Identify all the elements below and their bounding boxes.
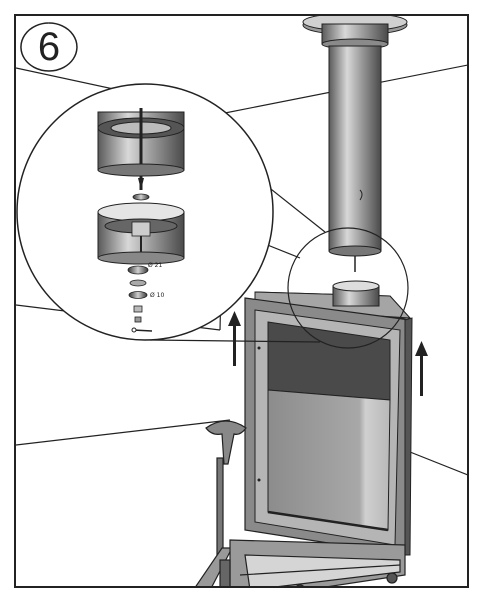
detail-enlargement: Ø 21 Ø 10 — [16, 83, 274, 341]
fireplace-insert — [244, 280, 413, 556]
chimney-pipe — [302, 16, 408, 272]
step-number-badge: 6 — [20, 22, 78, 72]
diameter-label-10: Ø 10 — [150, 292, 164, 299]
up-arrow-icon — [415, 341, 428, 396]
up-arrow-icon — [228, 311, 241, 366]
pallet-jack — [195, 420, 406, 586]
step-badge-outline — [20, 22, 78, 72]
diameter-label-21: Ø 21 — [148, 262, 162, 269]
step-number: 6 — [37, 24, 61, 69]
